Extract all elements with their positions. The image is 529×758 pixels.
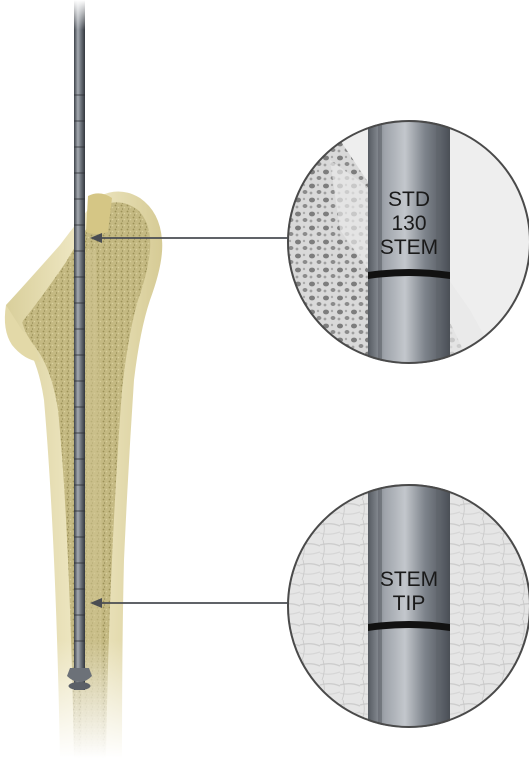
rod-shaft: [74, 0, 85, 690]
femur-bone: [0, 191, 200, 758]
callout-upper-line-1: STD: [388, 188, 430, 211]
callout-upper-line-2: 130: [391, 212, 426, 235]
femoral-neck-cut: [86, 193, 112, 234]
callout-upper-line-3: STEM: [380, 236, 438, 259]
rod-tip-base: [69, 682, 91, 690]
callout-lower-line-1: STEM: [380, 568, 438, 591]
callout-lower-line-2: TIP: [393, 592, 426, 615]
callout-lower: STEM TIP: [287, 484, 529, 728]
callout-upper: STD 130 STEM: [287, 120, 529, 364]
